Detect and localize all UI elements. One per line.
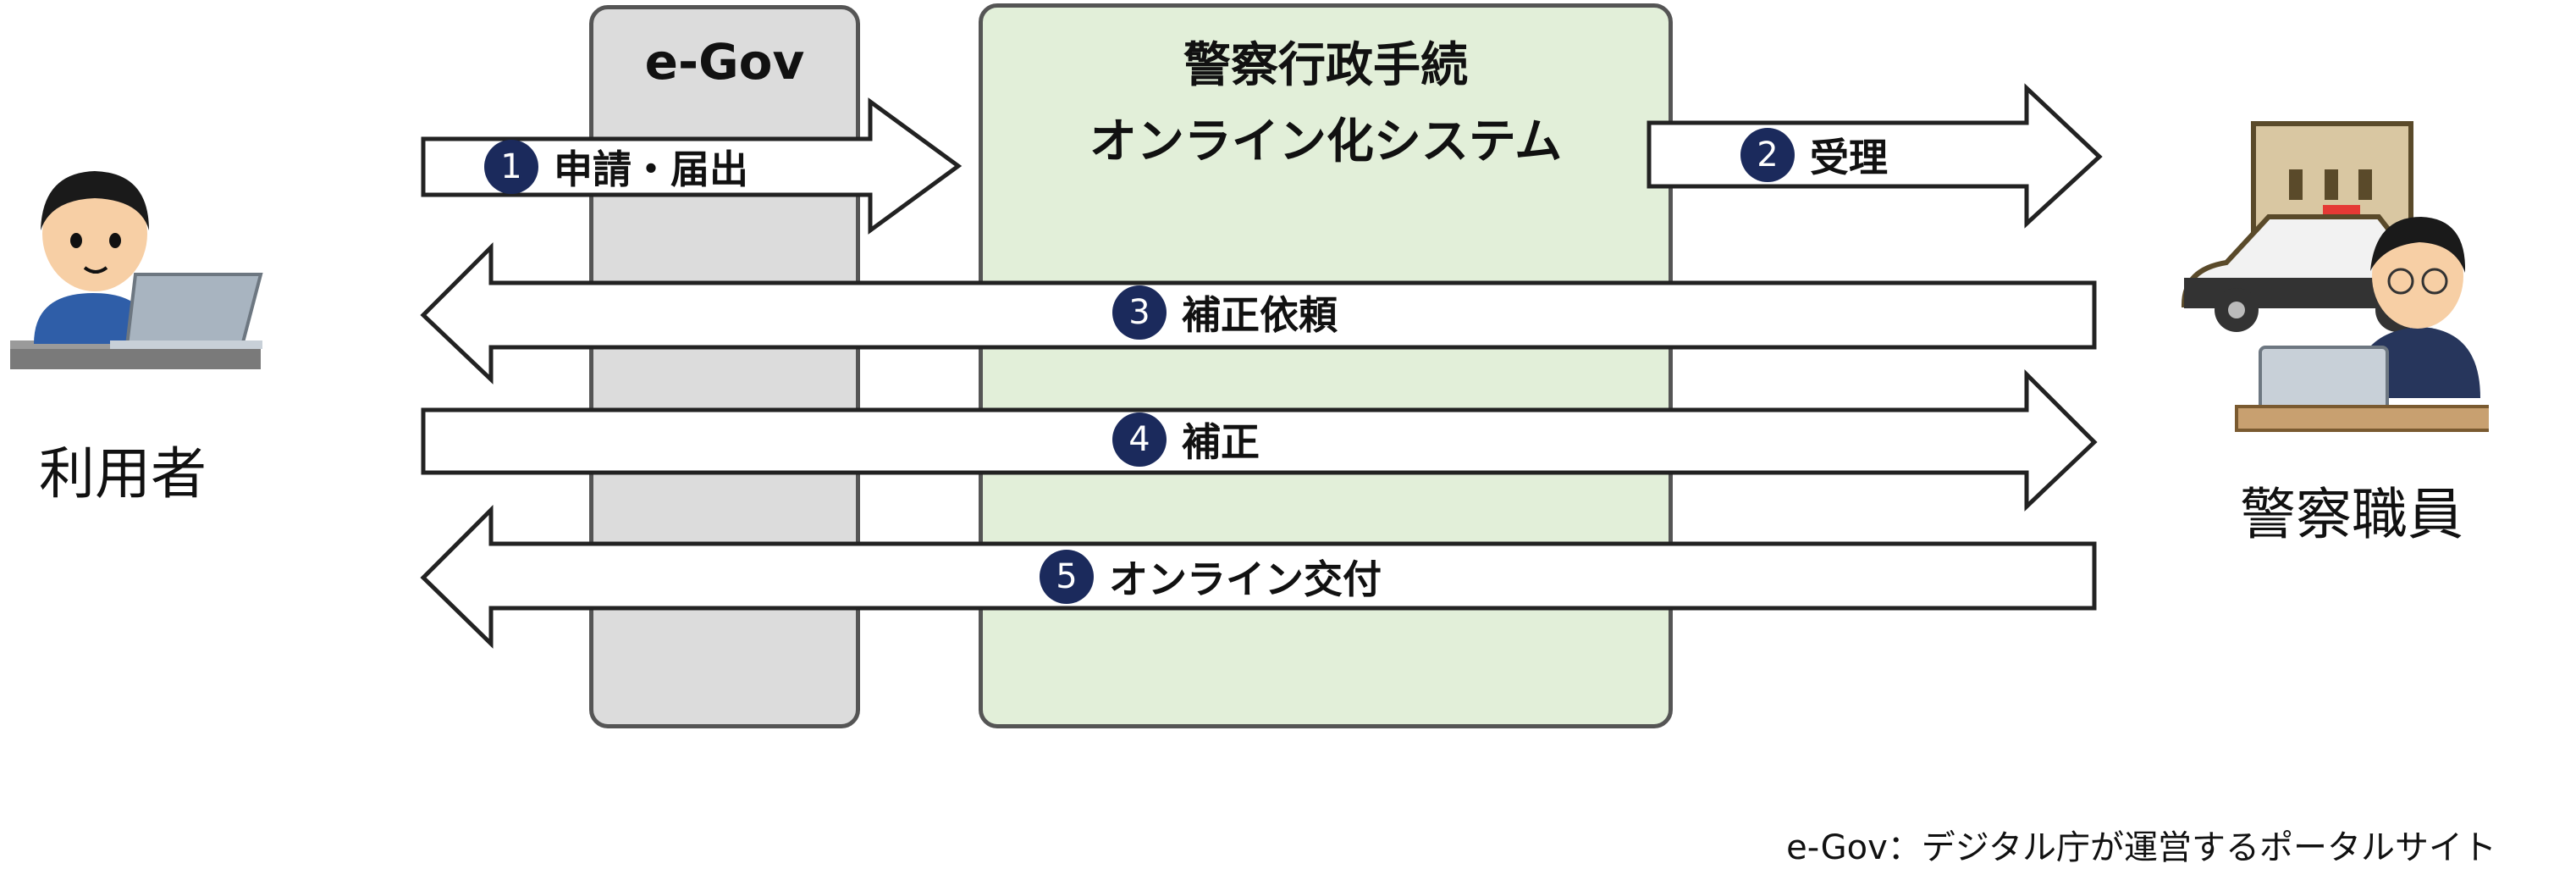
user-illustration-icon	[10, 171, 263, 369]
arrow-correction-request	[420, 241, 2097, 385]
user-label: 利用者	[39, 441, 207, 506]
step-3-label: 補正依頼	[1182, 292, 1338, 338]
police-system-title-line1: 警察行政手続	[1183, 38, 1468, 93]
officer-label: 警察職員	[2240, 482, 2463, 547]
arrow-online-issuance	[420, 504, 2097, 649]
arrow-correction	[421, 368, 2098, 512]
step-2: 2 受理	[1740, 127, 1888, 183]
arrow-application	[421, 97, 963, 235]
step-3-badge: 3	[1112, 285, 1167, 340]
step-5-badge: 5	[1040, 550, 1094, 604]
step-3: 3 補正依頼	[1112, 285, 1338, 340]
step-1-label: 申請・届出	[554, 147, 748, 192]
step-1: 1 申請・届出	[484, 139, 748, 195]
step-5-label: オンライン交付	[1109, 556, 1382, 602]
police-system-title: 警察行政手続 オンライン化システム	[983, 28, 1669, 180]
step-1-badge: 1	[484, 140, 538, 194]
egov-title: e-Gov	[644, 33, 805, 91]
arrow-acceptance	[1647, 83, 2103, 229]
step-2-badge: 2	[1740, 128, 1795, 182]
step-4-badge: 4	[1112, 412, 1167, 467]
step-4-label: 補正	[1182, 419, 1260, 465]
step-4: 4 補正	[1112, 412, 1260, 468]
step-2-label: 受理	[1810, 135, 1888, 180]
footnote: e-Gov：デジタル庁が運営するポータルサイト	[1786, 828, 2496, 867]
police-system-title-line2: オンライン化システム	[1089, 114, 1563, 169]
step-5: 5 オンライン交付	[1040, 549, 1382, 605]
police-officer-illustration-icon	[2181, 121, 2489, 432]
